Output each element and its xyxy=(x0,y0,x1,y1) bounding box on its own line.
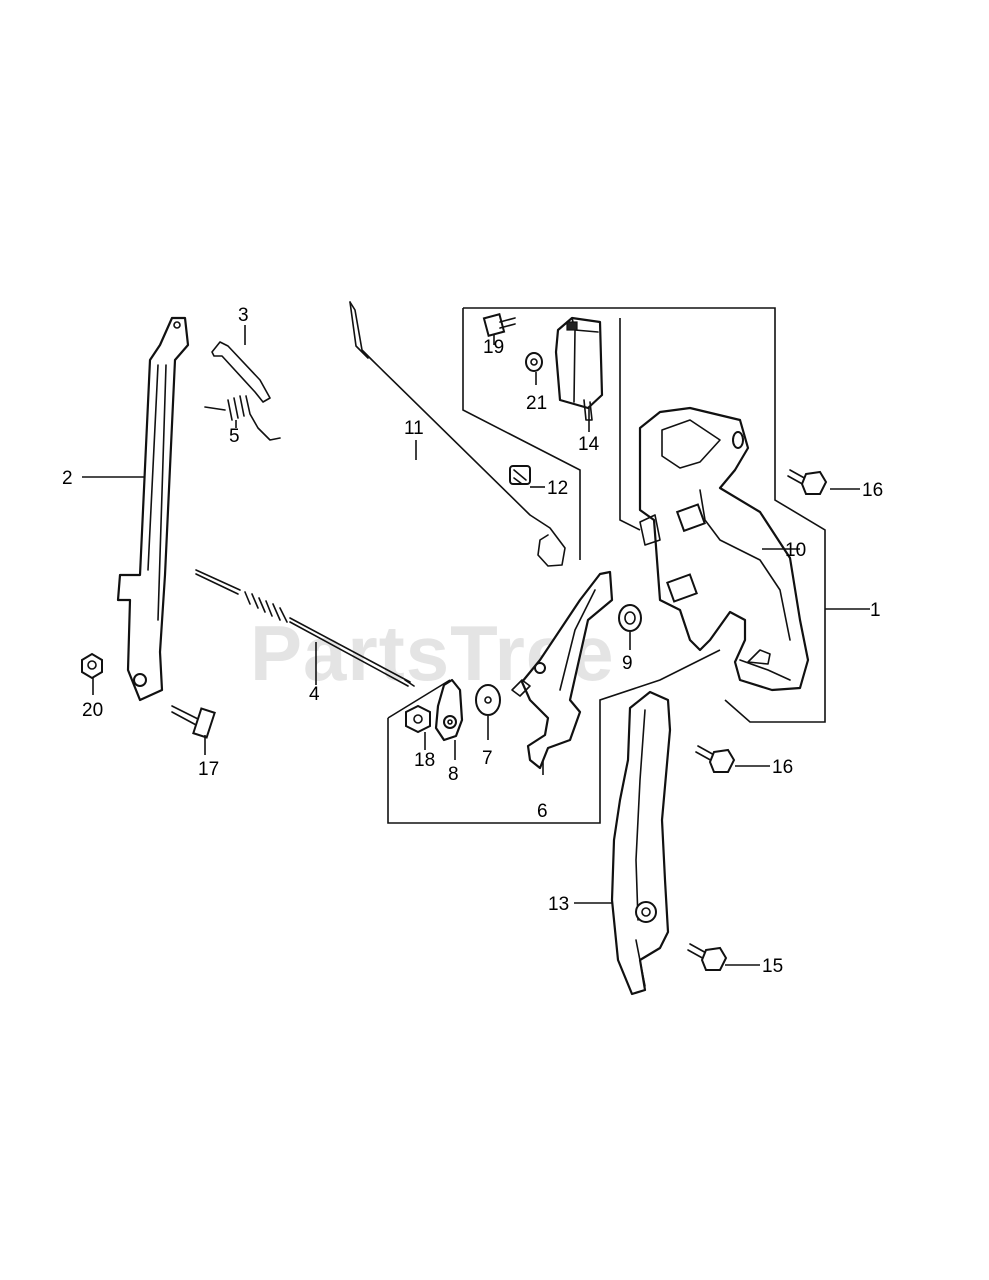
part-5-spring[interactable] xyxy=(204,395,281,441)
assembly-box-lower xyxy=(387,649,721,824)
callout-5: 5 xyxy=(229,426,240,447)
callout-21: 21 xyxy=(526,393,547,414)
callout-8: 8 xyxy=(448,764,459,785)
callout-14: 14 xyxy=(578,434,600,455)
callout-16-upper: 16 xyxy=(862,480,883,501)
callout-20: 20 xyxy=(82,700,103,721)
part-19-bolt[interactable] xyxy=(482,313,516,337)
callout-6: 6 xyxy=(537,801,548,822)
part-18-nut[interactable] xyxy=(405,704,431,734)
part-7-washer[interactable] xyxy=(475,684,501,716)
assembly-box-upper xyxy=(463,307,826,723)
callout-7: 7 xyxy=(482,748,493,769)
callout-2: 2 xyxy=(62,468,73,489)
part-6-throttle-lever[interactable] xyxy=(511,570,614,770)
callout-18: 18 xyxy=(414,750,435,771)
callout-1: 1 xyxy=(870,600,881,621)
callout-10: 10 xyxy=(785,540,806,561)
callout-16-lower: 16 xyxy=(772,757,793,778)
part-3-bent-rod[interactable] xyxy=(211,341,271,403)
part-8-lever-plate[interactable] xyxy=(434,678,464,742)
part-14-switch[interactable] xyxy=(554,316,604,421)
callout-19: 19 xyxy=(483,337,504,358)
callout-11: 11 xyxy=(404,418,424,439)
part-11-rod[interactable] xyxy=(349,301,566,567)
part-12-nut[interactable] xyxy=(509,465,531,485)
part-2-lever-arm[interactable] xyxy=(116,316,190,702)
part-13-lower-arm[interactable] xyxy=(610,690,672,996)
callout-13: 13 xyxy=(548,894,569,915)
assembly-box-inner xyxy=(462,308,581,560)
leader-lines xyxy=(82,325,870,966)
callout-4: 4 xyxy=(309,684,320,705)
part-21-washer[interactable] xyxy=(525,352,543,372)
part-9-washer[interactable] xyxy=(618,604,642,632)
callout-3: 3 xyxy=(238,305,249,326)
part-16-bolt-lower[interactable] xyxy=(695,745,736,773)
callout-15: 15 xyxy=(762,956,783,977)
part-10-bracket[interactable] xyxy=(638,406,810,692)
callout-9: 9 xyxy=(622,653,633,674)
part-4-spring-rod[interactable] xyxy=(195,569,415,687)
assembly-box-lower-left xyxy=(387,679,451,719)
part-15-bolt[interactable] xyxy=(687,943,728,971)
part-20-nut[interactable] xyxy=(81,652,103,680)
callout-17: 17 xyxy=(198,759,219,780)
callout-12: 12 xyxy=(547,478,568,499)
part-16-bolt-upper[interactable] xyxy=(787,469,828,495)
switch-box xyxy=(619,318,641,531)
part-17-t-bolt[interactable] xyxy=(171,705,216,739)
